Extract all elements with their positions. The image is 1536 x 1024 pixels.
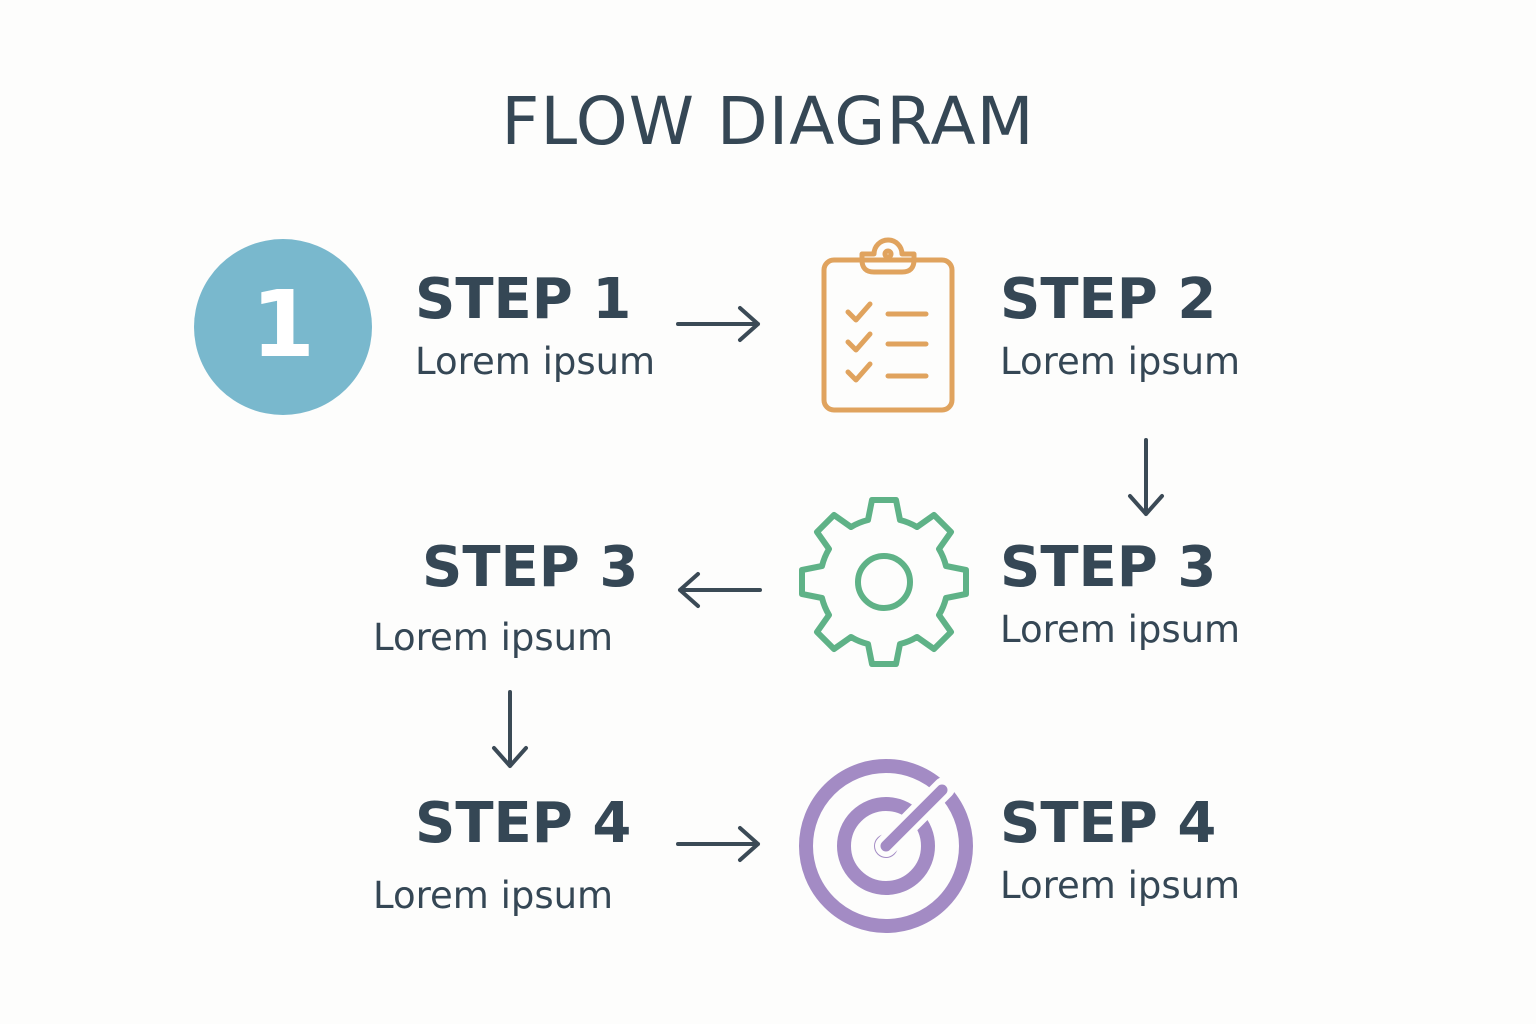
step-1-block: STEP 1 Lorem ipsum	[415, 268, 715, 384]
step-3-left-description: Lorem ipsum	[373, 616, 614, 659]
badge-number: 1	[250, 271, 315, 378]
step-4-left-title: STEP 4	[415, 791, 632, 856]
step-4-right-block: STEP 4 Lorem ipsum	[1000, 792, 1300, 908]
step-1-description: Lorem ipsum	[415, 340, 656, 383]
step-4-right-title: STEP 4	[1000, 791, 1217, 856]
gear-icon	[799, 497, 969, 667]
arrow-right-icon	[676, 826, 760, 862]
step-1-title: STEP 1	[415, 267, 632, 332]
arrow-down-icon	[1128, 438, 1164, 516]
step-3-right-description: Lorem ipsum	[1000, 608, 1241, 651]
step-4-left-desc-block: Lorem ipsum	[373, 874, 673, 918]
arrow-left-icon	[678, 572, 762, 608]
step-number-badge: 1	[194, 239, 372, 415]
target-icon	[799, 759, 973, 933]
clipboard-checklist-icon	[821, 237, 955, 413]
step-3-left-title: STEP 3	[422, 535, 639, 600]
step-3-left-title-block: STEP 3	[422, 536, 722, 600]
step-4-left-description: Lorem ipsum	[373, 874, 614, 917]
step-4-left-title-block: STEP 4	[415, 792, 715, 856]
diagram-title: FLOW DIAGRAM	[501, 83, 1035, 160]
step-3-left-desc-block: Lorem ipsum	[373, 616, 673, 660]
step-2-title: STEP 2	[1000, 267, 1217, 332]
step-3-right-title: STEP 3	[1000, 535, 1217, 600]
step-3-right-block: STEP 3 Lorem ipsum	[1000, 536, 1300, 652]
step-2-block: STEP 2 Lorem ipsum	[1000, 268, 1300, 384]
arrow-right-icon	[676, 306, 760, 342]
arrow-down-icon	[492, 690, 528, 768]
step-4-right-description: Lorem ipsum	[1000, 864, 1241, 907]
step-2-description: Lorem ipsum	[1000, 340, 1241, 383]
